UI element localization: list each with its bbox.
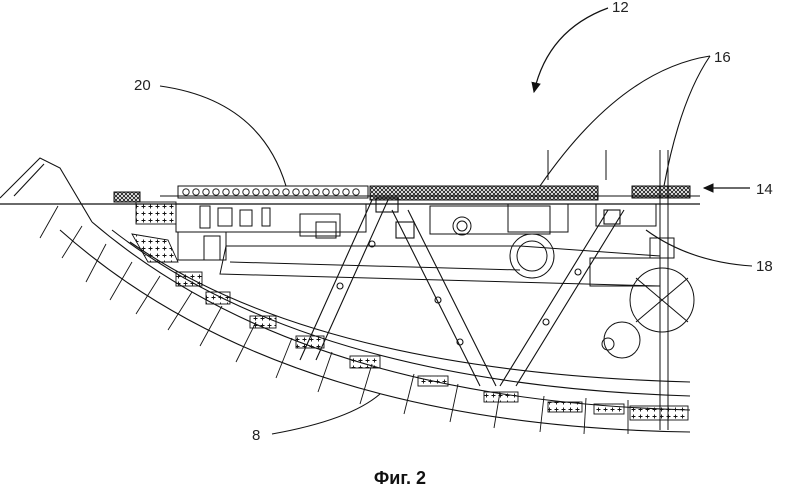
figure-caption: Фиг. 2 xyxy=(373,468,427,488)
ref-label-18: 18 xyxy=(756,258,773,275)
curved-ring-segment xyxy=(0,157,691,433)
ring-fill-blocks xyxy=(131,201,689,421)
perforated-strip xyxy=(177,185,369,199)
hatched-plate-left xyxy=(113,191,141,203)
ref-label-8: 8 xyxy=(252,427,260,444)
leader-line-8 xyxy=(271,393,381,435)
leader-line-16-left xyxy=(539,55,711,187)
hatched-plate-right xyxy=(631,185,691,199)
leader-arrow-12 xyxy=(531,7,609,94)
machinery-body xyxy=(175,150,695,430)
ref-label-14: 14 xyxy=(756,181,773,198)
ref-label-20: 20 xyxy=(134,77,151,94)
leader-line-16-right xyxy=(663,55,711,187)
ref-label-12: 12 xyxy=(612,0,629,16)
v-frame xyxy=(299,197,625,387)
leader-line-18 xyxy=(645,229,753,267)
ref-label-16: 16 xyxy=(714,49,731,66)
leader-line-20 xyxy=(159,85,287,187)
hatched-plate-middle xyxy=(369,185,599,201)
ring-radial-ticks xyxy=(39,205,629,435)
